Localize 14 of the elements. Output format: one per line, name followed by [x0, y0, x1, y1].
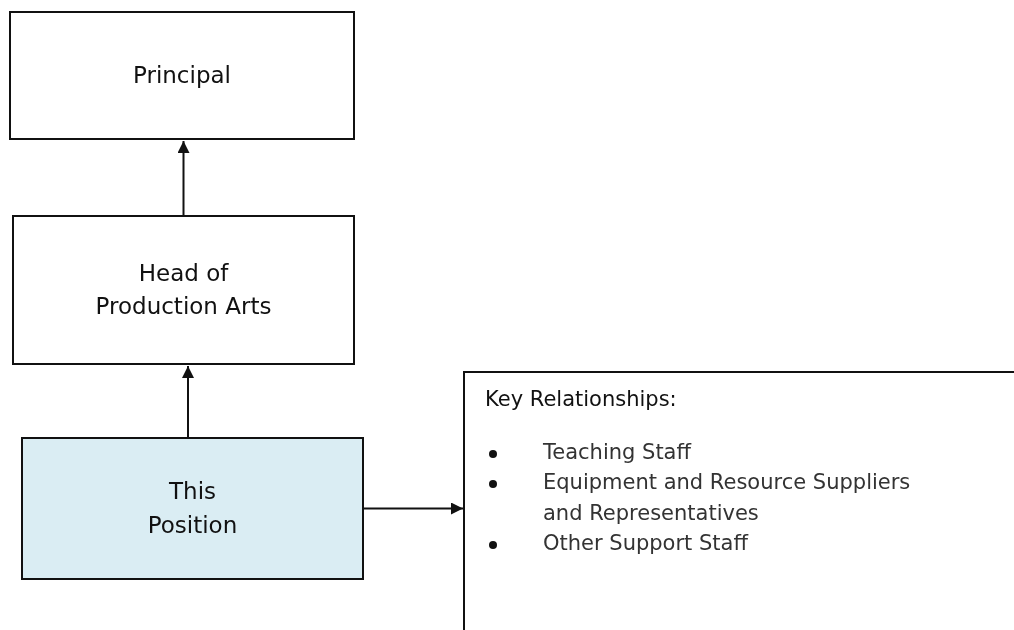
arrow	[177, 140, 190, 216]
arrow	[363, 502, 464, 515]
role-label: Principal	[133, 60, 231, 90]
bullet-item: Other Support Staff	[485, 528, 748, 559]
bullet-item: Teaching Staff	[485, 437, 691, 468]
arrow	[182, 365, 194, 438]
relationships-box	[463, 371, 1014, 630]
role-label: Head of Production Arts	[94, 258, 273, 321]
bullet-item: Equipment and Resource Suppliers and Representatives	[485, 467, 943, 529]
role-label: This Position	[146, 477, 239, 540]
role-box	[12, 215, 355, 365]
role-box	[21, 437, 364, 580]
box-heading: Key Relationships:	[485, 387, 677, 411]
role-box	[9, 11, 355, 140]
